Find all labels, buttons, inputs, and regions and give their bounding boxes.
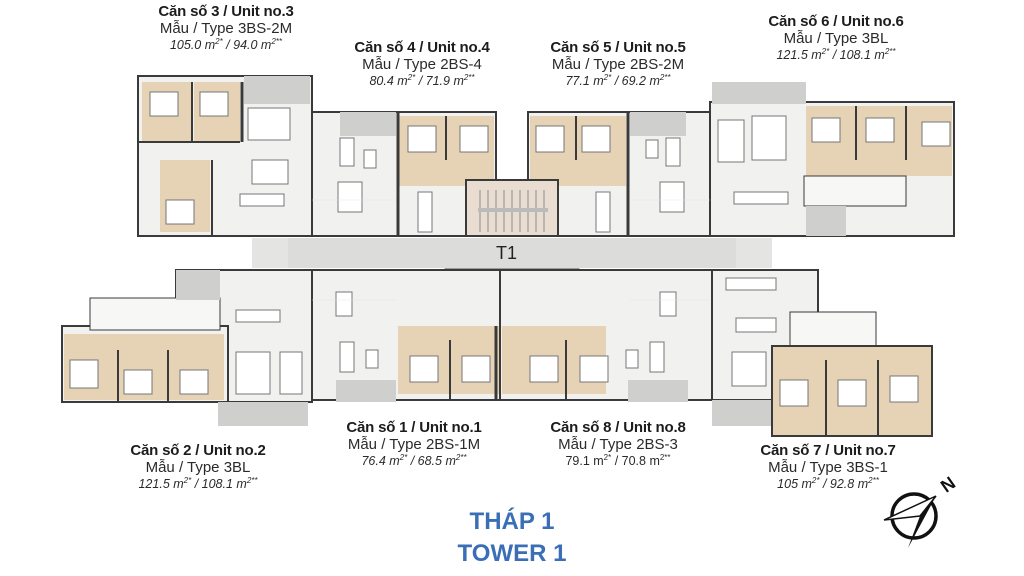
unit-7-name: Căn số 7 / Unit no.7 [760, 442, 896, 459]
unit-3-name: Căn số 3 / Unit no.3 [158, 3, 294, 20]
tower-title: THÁP 1 TOWER 1 [412, 506, 612, 570]
unit-8-label[interactable]: Căn số 8 / Unit no.8 Mẫu / Type 2BS-3 79… [518, 419, 718, 468]
unit-2-name: Căn số 2 / Unit no.2 [130, 442, 266, 459]
central-corridor [252, 238, 772, 268]
unit-6-name: Căn số 6 / Unit no.6 [768, 13, 904, 30]
unit-2-label[interactable]: Căn số 2 / Unit no.2 Mẫu / Type 3BL 121.… [88, 442, 308, 491]
tower-title-en: TOWER 1 [457, 540, 567, 567]
unit-2-plan[interactable] [61, 269, 313, 426]
unit-6-label[interactable]: Căn số 6 / Unit no.6 Mẫu / Type 3BL 121.… [726, 13, 946, 62]
unit-2-area: 121.5 m2* / 108.1 m2** [138, 475, 258, 491]
unit-3-area: 105.0 m2* / 94.0 m2** [169, 36, 283, 52]
unit-5-plan[interactable] [527, 111, 713, 237]
unit-4-label[interactable]: Căn số 4 / Unit no.4 Mẫu / Type 2BS-4 80… [322, 39, 522, 88]
north-arrow-compass-icon: N [883, 473, 959, 548]
unit-7-type: Mẫu / Type 3BS-1 [768, 458, 888, 476]
unit-2-type: Mẫu / Type 3BL [145, 458, 251, 476]
unit-7-plan[interactable] [711, 269, 933, 437]
unit-8-type: Mẫu / Type 2BS-3 [558, 435, 678, 453]
unit-1-name: Căn số 1 / Unit no.1 [346, 419, 482, 436]
unit-3-label[interactable]: Căn số 3 / Unit no.3 Mẫu / Type 3BS-2M 1… [116, 3, 336, 52]
unit-1-area: 76.4 m2* / 68.5 m2** [361, 452, 467, 468]
unit-4-area: 80.4 m2* / 71.9 m2** [369, 72, 475, 88]
unit-7-area: 105 m2* / 92.8 m2** [777, 475, 879, 491]
unit-6-type: Mẫu / Type 3BL [783, 29, 889, 47]
unit-4-name: Căn số 4 / Unit no.4 [354, 39, 490, 56]
tower-title-vi: THÁP 1 [469, 508, 555, 535]
unit-6-plan[interactable] [709, 82, 955, 237]
unit-5-area: 77.1 m2* / 69.2 m2** [565, 72, 671, 88]
unit-1-label[interactable]: Căn số 1 / Unit no.1 Mẫu / Type 2BS-1M 7… [314, 419, 514, 468]
unit-8-area: 79.1 m2* / 70.8 m2** [565, 452, 671, 468]
unit-7-label[interactable]: Căn số 7 / Unit no.7 Mẫu / Type 3BS-1 10… [728, 442, 928, 491]
unit-5-type: Mẫu / Type 2BS-2M [551, 55, 685, 73]
north-label: N [937, 473, 959, 497]
unit-1-type: Mẫu / Type 2BS-1M [347, 435, 481, 453]
unit-3-plan[interactable] [137, 75, 313, 237]
unit-8-name: Căn số 8 / Unit no.8 [550, 419, 686, 436]
unit-3-type: Mẫu / Type 3BS-2M [159, 19, 293, 37]
unit-6-area: 121.5 m2* / 108.1 m2** [776, 46, 896, 62]
unit-5-name: Căn số 5 / Unit no.5 [550, 39, 686, 56]
core-label: T1 [496, 243, 518, 263]
unit-4-type: Mẫu / Type 2BS-4 [362, 55, 482, 73]
unit-8-plan[interactable] [499, 269, 713, 402]
unit-1-plan[interactable] [311, 269, 501, 402]
unit-5-label[interactable]: Căn số 5 / Unit no.5 Mẫu / Type 2BS-2M 7… [518, 39, 718, 88]
